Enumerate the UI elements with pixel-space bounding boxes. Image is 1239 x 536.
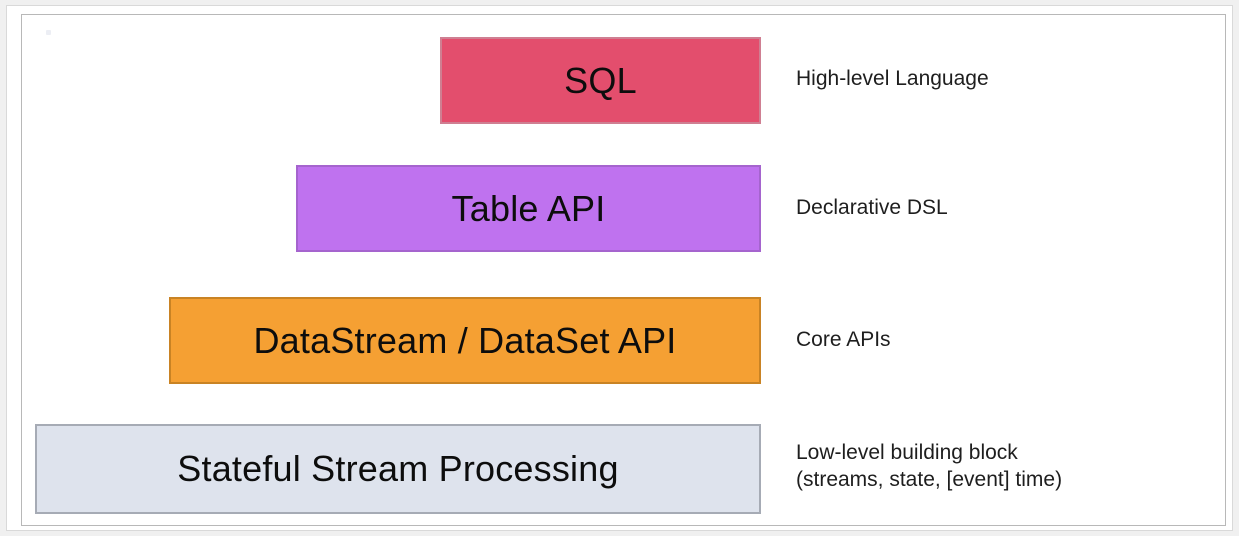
- canvas-artifact-speck: [46, 30, 51, 35]
- slide-frame-outer: SQL High-level Language Table API Declar…: [6, 5, 1233, 531]
- layer-box-stateful-stream-processing[interactable]: Stateful Stream Processing: [35, 424, 761, 514]
- layer-description-datastream-dataset-api: Core APIs: [796, 328, 891, 351]
- diagram-canvas: SQL High-level Language Table API Declar…: [21, 14, 1226, 526]
- layer-box-table-api[interactable]: Table API: [296, 165, 761, 252]
- layer-description-table-api: Declarative DSL: [796, 196, 948, 219]
- layer-box-sql[interactable]: SQL: [440, 37, 761, 124]
- layer-description-stateful-stream-processing: Low-level building block (streams, state…: [796, 441, 1063, 491]
- layer-description-sql: High-level Language: [796, 67, 989, 90]
- layer-box-datastream-dataset-api[interactable]: DataStream / DataSet API: [169, 297, 761, 384]
